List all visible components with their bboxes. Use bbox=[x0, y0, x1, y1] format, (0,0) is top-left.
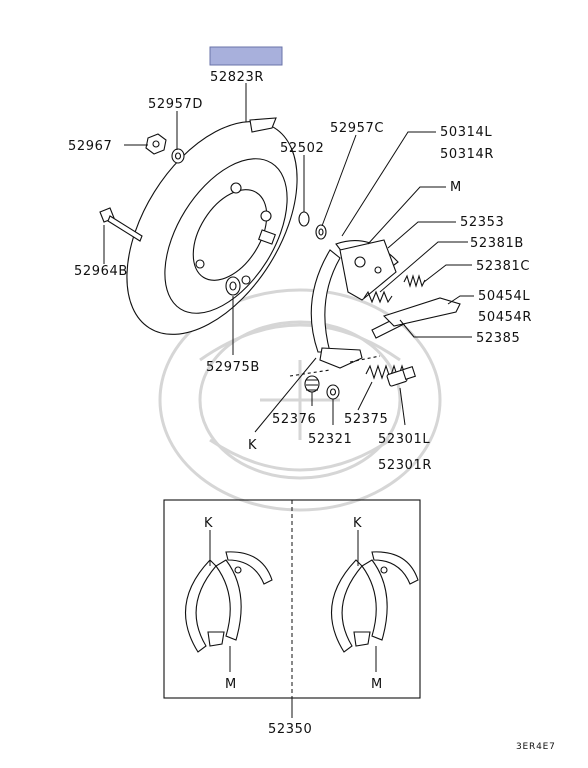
label-52957C[interactable]: 52957C bbox=[330, 121, 384, 136]
spring-52376[interactable] bbox=[304, 375, 320, 393]
label-50454L[interactable]: 50454L bbox=[478, 289, 530, 304]
bolt-52964B[interactable] bbox=[99, 207, 143, 242]
watermark-emblem bbox=[158, 288, 442, 512]
cup-52321[interactable] bbox=[326, 384, 340, 400]
label-52350[interactable]: 52350 bbox=[268, 722, 312, 737]
label-52301L[interactable]: 52301L bbox=[378, 432, 430, 447]
label-K-main[interactable]: K bbox=[248, 438, 257, 453]
label-52957D[interactable]: 52957D bbox=[148, 97, 203, 112]
diagram-code: 3ER4E7 bbox=[516, 742, 556, 752]
label-52353[interactable]: 52353 bbox=[460, 215, 504, 230]
spring-52375[interactable] bbox=[365, 364, 411, 380]
label-52381B[interactable]: 52381B bbox=[470, 236, 524, 251]
label-50454R[interactable]: 50454R bbox=[478, 310, 532, 325]
label-52964B[interactable]: 52964B bbox=[74, 264, 128, 279]
stud-52975B[interactable] bbox=[225, 276, 241, 296]
label-52975B[interactable]: 52975B bbox=[206, 360, 260, 375]
label-M-left[interactable]: M bbox=[225, 677, 237, 692]
strut-50454[interactable] bbox=[382, 297, 461, 327]
leader-lines bbox=[103, 83, 474, 433]
label-52375[interactable]: 52375 bbox=[344, 412, 388, 427]
adjuster-52301[interactable] bbox=[386, 366, 416, 387]
shoe-kit-box[interactable] bbox=[163, 499, 421, 718]
backing-plate[interactable] bbox=[92, 92, 332, 364]
label-52502[interactable]: 52502 bbox=[280, 141, 324, 156]
spring-52381C[interactable] bbox=[403, 274, 426, 288]
label-52301R[interactable]: 52301R bbox=[378, 458, 432, 473]
label-52385[interactable]: 52385 bbox=[476, 331, 520, 346]
spring-52381B[interactable] bbox=[363, 290, 393, 304]
washer-52502[interactable] bbox=[298, 211, 310, 227]
highlight-box[interactable] bbox=[209, 46, 283, 66]
washer-52957D[interactable] bbox=[171, 148, 185, 164]
shoe-pair-right[interactable] bbox=[331, 530, 419, 672]
part-labels: 52823R 52957D 52967 52957C 50314L 50314R… bbox=[68, 70, 556, 752]
label-50314R[interactable]: 50314R bbox=[440, 147, 494, 162]
label-52823R[interactable]: 52823R bbox=[210, 70, 264, 85]
label-52381C[interactable]: 52381C bbox=[476, 259, 530, 274]
nut-52967[interactable] bbox=[145, 133, 167, 155]
label-52376[interactable]: 52376 bbox=[272, 412, 316, 427]
label-50314L[interactable]: 50314L bbox=[440, 125, 492, 140]
label-52967[interactable]: 52967 bbox=[68, 139, 112, 154]
label-M-right[interactable]: M bbox=[371, 677, 383, 692]
washer-52957C[interactable] bbox=[315, 224, 327, 240]
shoe-pair-left[interactable] bbox=[185, 530, 273, 672]
label-52321[interactable]: 52321 bbox=[308, 432, 352, 447]
label-K-left[interactable]: K bbox=[204, 516, 213, 531]
label-M-top[interactable]: M bbox=[450, 180, 462, 195]
label-K-right[interactable]: K bbox=[353, 516, 362, 531]
brake-shoe-assembly[interactable] bbox=[310, 239, 409, 369]
